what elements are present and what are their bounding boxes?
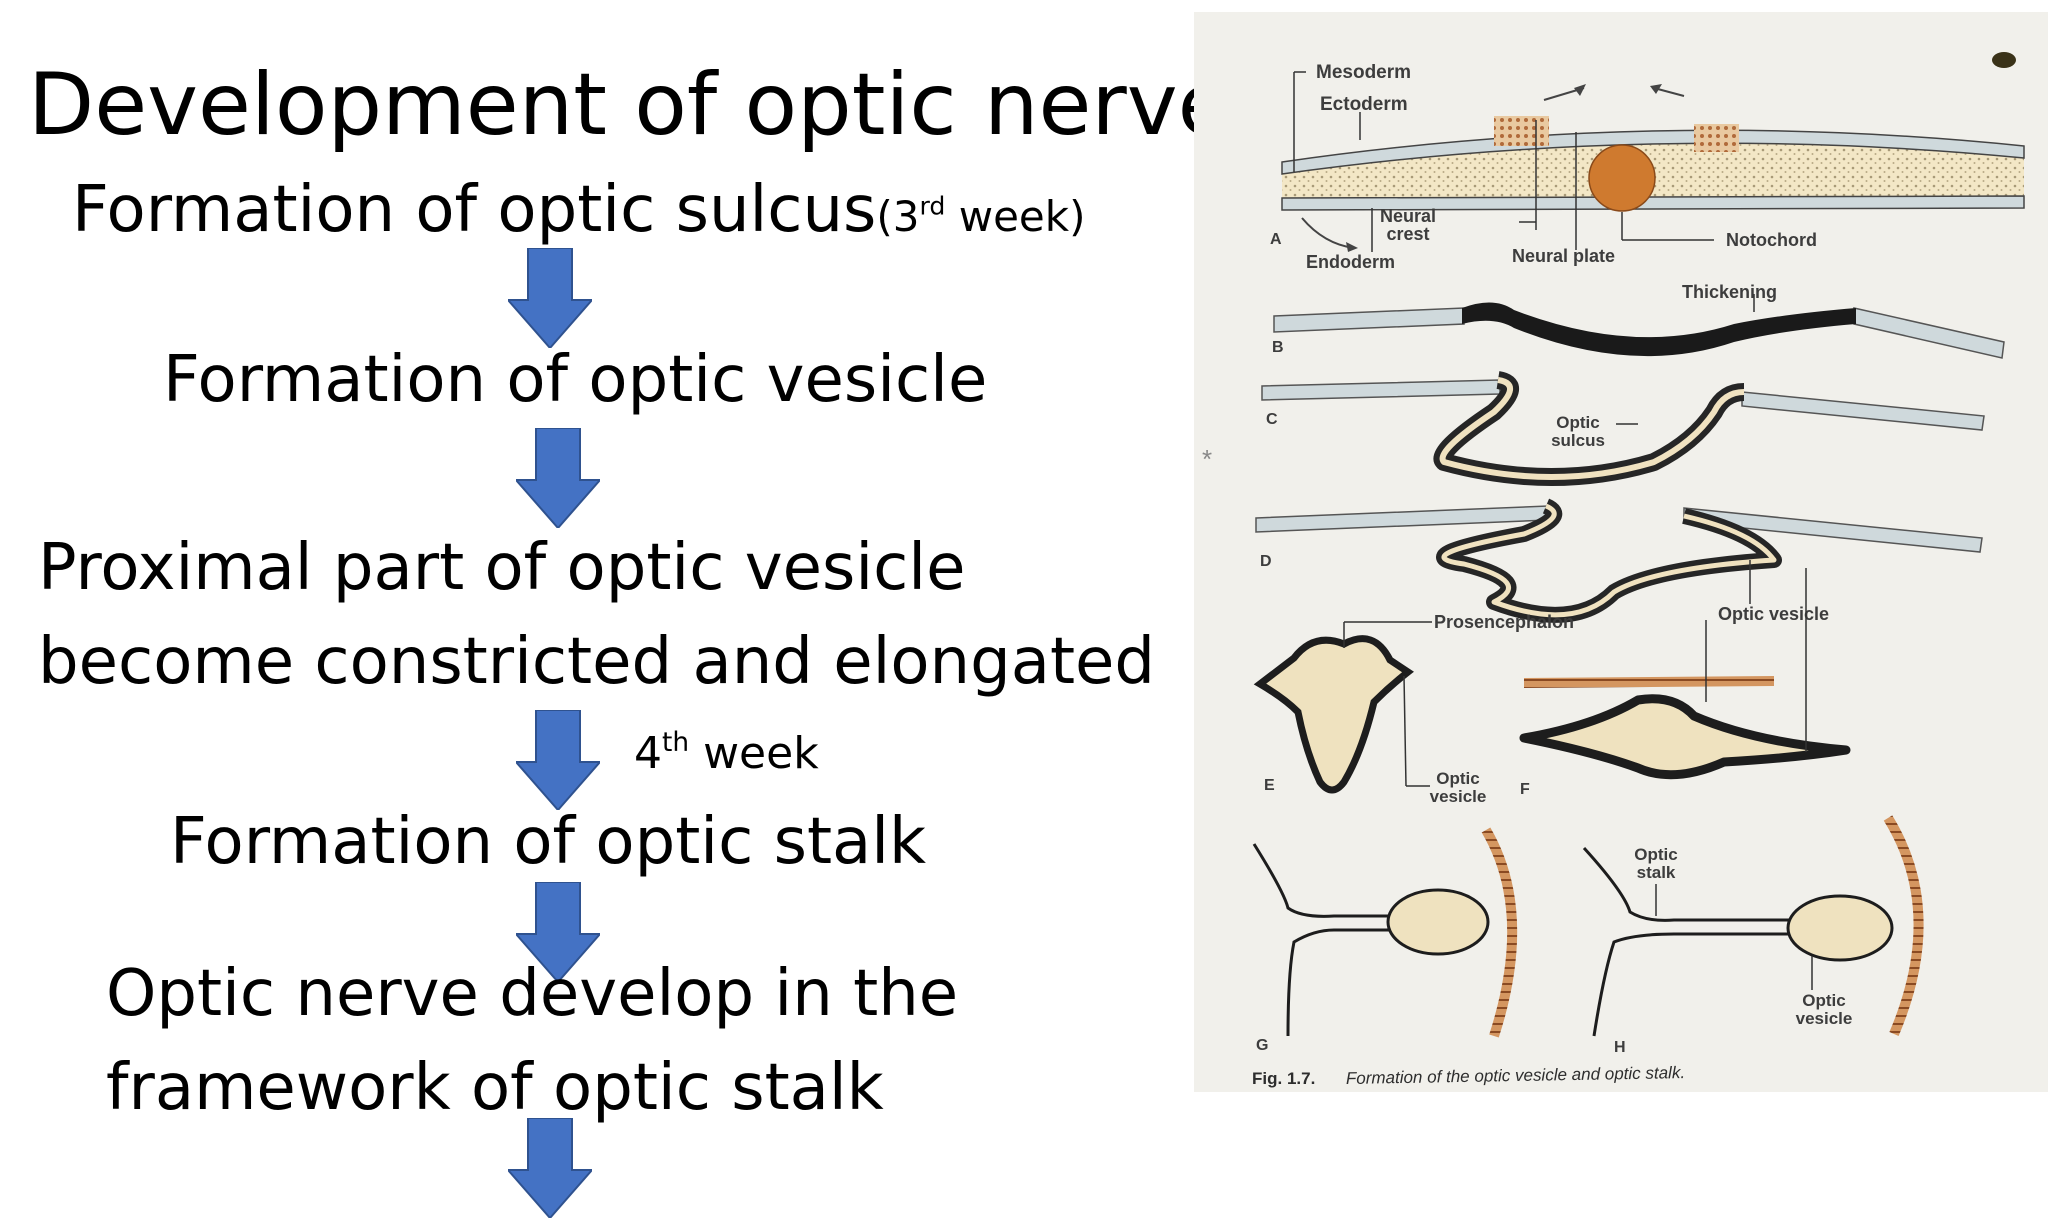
panel-b: [1273, 294, 2005, 359]
step-optic-sulcus: Formation of optic sulcus(3rd week): [72, 178, 1085, 242]
down-arrow-icon: [516, 882, 600, 982]
panel-letter-f: F: [1520, 781, 1530, 798]
step-optic-stalk: Formation of optic stalk: [170, 805, 927, 879]
panel-letter-d: D: [1260, 553, 1272, 570]
panel-h: [1582, 815, 1924, 1037]
panel-a: [1281, 71, 2025, 252]
week-ordinal: rd: [919, 191, 946, 221]
step-optic-vesicle: Formation of optic vesicle: [163, 343, 988, 417]
label-optic-vesicle-e-2: vesicle: [1430, 787, 1487, 806]
label-ectoderm: Ectoderm: [1320, 94, 1408, 115]
page-mark: [1992, 52, 2016, 68]
label-optic-sulcus-2: sulcus: [1551, 431, 1605, 450]
label-prosencephalon: Prosencephalon: [1434, 612, 1574, 632]
step-constriction-line1: Proximal part of optic vesicle: [38, 531, 966, 605]
down-arrow-icon: [508, 1118, 592, 1218]
figure-caption-number: Fig. 1.7.: [1252, 1069, 1315, 1088]
label-optic-vesicle-h: Optic: [1802, 991, 1845, 1010]
week-number: 4: [634, 728, 662, 779]
week-open: (3: [876, 192, 920, 241]
down-arrow-icon: [508, 248, 592, 348]
label-optic-vesicle-d: Optic vesicle: [1718, 604, 1829, 624]
panel-e: [1253, 621, 1432, 794]
step-optic-nerve-line1: Optic nerve develop in the: [106, 957, 959, 1031]
panel-letter-h: H: [1614, 1039, 1626, 1056]
panel-c: [1261, 371, 1985, 486]
label-notochord: Notochord: [1726, 230, 1817, 250]
panel-d: [1255, 498, 1983, 623]
panel-letter-b: B: [1272, 339, 1284, 356]
label-optic-vesicle-e: Optic: [1436, 769, 1479, 788]
panel-letter-g: G: [1256, 1037, 1268, 1054]
label-optic-sulcus: Optic: [1556, 413, 1599, 432]
label-optic-stalk: Optic: [1634, 845, 1677, 864]
step-optic-nerve-line2: framework of optic stalk: [106, 1051, 884, 1125]
label-neural-plate: Neural plate: [1512, 246, 1615, 266]
panel-f: [1519, 568, 1851, 780]
label-optic-stalk-2: stalk: [1637, 863, 1676, 882]
asterisk-mark: *: [1202, 444, 1212, 474]
week-ordinal: th: [662, 726, 690, 758]
week-text: week: [689, 728, 819, 779]
down-arrow-icon: [516, 428, 600, 528]
label-thickening: Thickening: [1682, 282, 1777, 302]
step-optic-sulcus-text: Formation of optic sulcus: [72, 173, 877, 247]
panel-letter-e: E: [1264, 777, 1275, 794]
label-neural-crest-2: crest: [1386, 224, 1429, 244]
slide-title: Development of optic nerve: [28, 55, 1231, 155]
textbook-figure: * Mesoderm Ectoderm Neural crest Neural …: [1194, 12, 2048, 1092]
step-optic-sulcus-week: (3rd week): [876, 192, 1085, 241]
panel-letter-c: C: [1266, 411, 1278, 428]
week-close: week): [945, 192, 1086, 241]
label-optic-vesicle-h-2: vesicle: [1796, 1009, 1853, 1028]
label-neural-crest: Neural: [1380, 206, 1436, 226]
label-mesoderm: Mesoderm: [1316, 62, 1411, 83]
down-arrow-icon: [516, 710, 600, 810]
week-label: 4th week: [634, 729, 819, 776]
step-constriction-line2: become constricted and elongated: [38, 625, 1156, 699]
panel-g: [1252, 827, 1518, 1038]
label-endoderm: Endoderm: [1306, 252, 1395, 272]
panel-letter-a: A: [1270, 231, 1282, 248]
